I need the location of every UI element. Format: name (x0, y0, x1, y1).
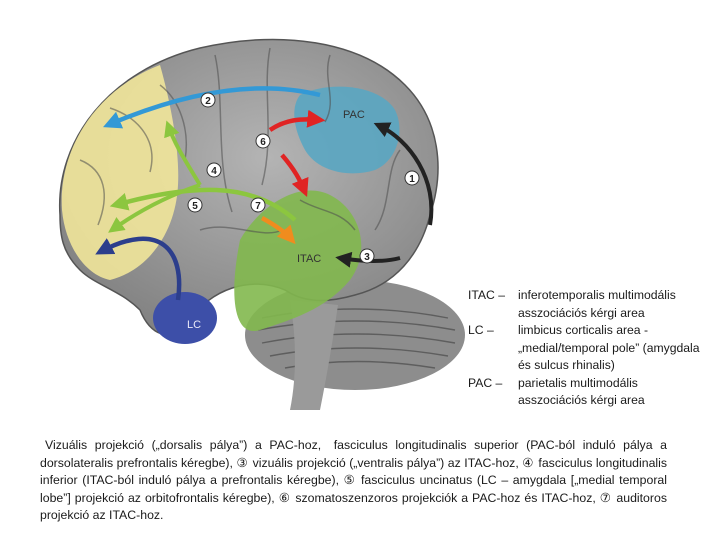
arrow-4-branch-down (108, 183, 201, 233)
caption-text: Vizuális projekció („dorsalis pálya”) a … (45, 438, 322, 452)
brainstem (290, 300, 338, 410)
prefrontal-region (61, 65, 179, 280)
legend-row-itac: ITAC – inferotemporalis multimodális ass… (468, 287, 708, 322)
callout-3: 3 (359, 248, 375, 264)
itac-region (234, 190, 362, 332)
caption-text: fasciculus longitudinalis inferior (ITAC… (40, 455, 668, 488)
arrow-6-somatosensory-itac (280, 153, 309, 197)
legend-definition: inferotemporalis multimodális asszociáci… (518, 288, 676, 320)
callout-2: 2 (200, 92, 216, 108)
pac-region (294, 86, 400, 174)
itac-label: ITAC (297, 253, 321, 265)
arrow-4-branch-up (164, 120, 202, 187)
caption-text: vizuális projekció („ventralis pálya”) a… (252, 455, 519, 470)
caption-symbol: ⑤ (343, 473, 356, 488)
legend-row-lc: LC – limbicus corticalis area - „medial/… (468, 322, 708, 375)
caption: Vizuális projekció („dorsalis pálya”) a … (40, 437, 667, 525)
svg-text:5: 5 (192, 201, 198, 212)
callout-5: 5 (187, 197, 203, 213)
cerebellum-folia (257, 308, 456, 369)
lc-region (153, 292, 217, 344)
svg-text:3: 3 (364, 252, 370, 263)
gyri-lines (79, 47, 401, 234)
caption-item-6: ⑥ szomatoszenzoros projekciók a PAC-hoz é… (279, 491, 596, 505)
caption-text: szomatoszenzoros projekciók a PAC-hoz és… (295, 490, 596, 505)
arrow-5-uncinate (95, 236, 182, 301)
caption-text: auditoros projekció az ITAC-hoz. (40, 490, 667, 523)
legend-row-pac: PAC – parietalis multimodális asszociáci… (468, 375, 708, 410)
legend-term: PAC – (468, 375, 503, 390)
arrow-3-ventral-visual (335, 251, 401, 268)
caption-text: fasciculus uncinatus (LC – amygdala [„me… (40, 473, 668, 505)
callout-1: 1 (404, 170, 420, 186)
caption-item-1: Vizuális projekció („dorsalis pálya”) a … (40, 438, 321, 452)
caption-symbol: ⑦ (599, 490, 612, 505)
arrow-6-somatosensory-pac (268, 109, 326, 132)
arrow-2-slf (103, 86, 321, 129)
legend-term: LC – (468, 323, 494, 337)
svg-text:7: 7 (255, 201, 261, 212)
legend: ITAC – inferotemporalis multimodális ass… (468, 287, 708, 410)
legend-definition: parietalis multimodális asszociációs kér… (518, 375, 645, 408)
caption-item-3: ③ vizuális projekció („ventralis pálya”) … (236, 456, 518, 470)
lc-label: LC (187, 319, 201, 331)
pac-label: PAC (343, 109, 365, 121)
caption-text: fasciculus longitudinalis superior (PAC-… (40, 438, 667, 470)
svg-text:6: 6 (260, 137, 266, 148)
svg-text:4: 4 (211, 166, 217, 177)
arrow-4-ilf (109, 187, 297, 222)
caption-item-2: fasciculus longitudinalis superior (PAC-… (40, 438, 667, 470)
svg-text:1: 1 (409, 174, 415, 185)
caption-symbol: ⑥ (278, 490, 291, 505)
arrow-1-dorsal-visual (373, 122, 434, 226)
svg-text:2: 2 (205, 96, 211, 107)
legend-definition: limbicus corticalis area - „medial/tempo… (518, 323, 700, 372)
callout-7: 7 (250, 197, 266, 213)
callout-6: 6 (255, 133, 271, 149)
caption-symbol: ④ (522, 455, 534, 470)
arrow-7-auditory (260, 216, 296, 245)
legend-term: ITAC – (468, 288, 506, 302)
callout-4: 4 (206, 162, 222, 178)
caption-symbol: ③ (236, 455, 248, 470)
